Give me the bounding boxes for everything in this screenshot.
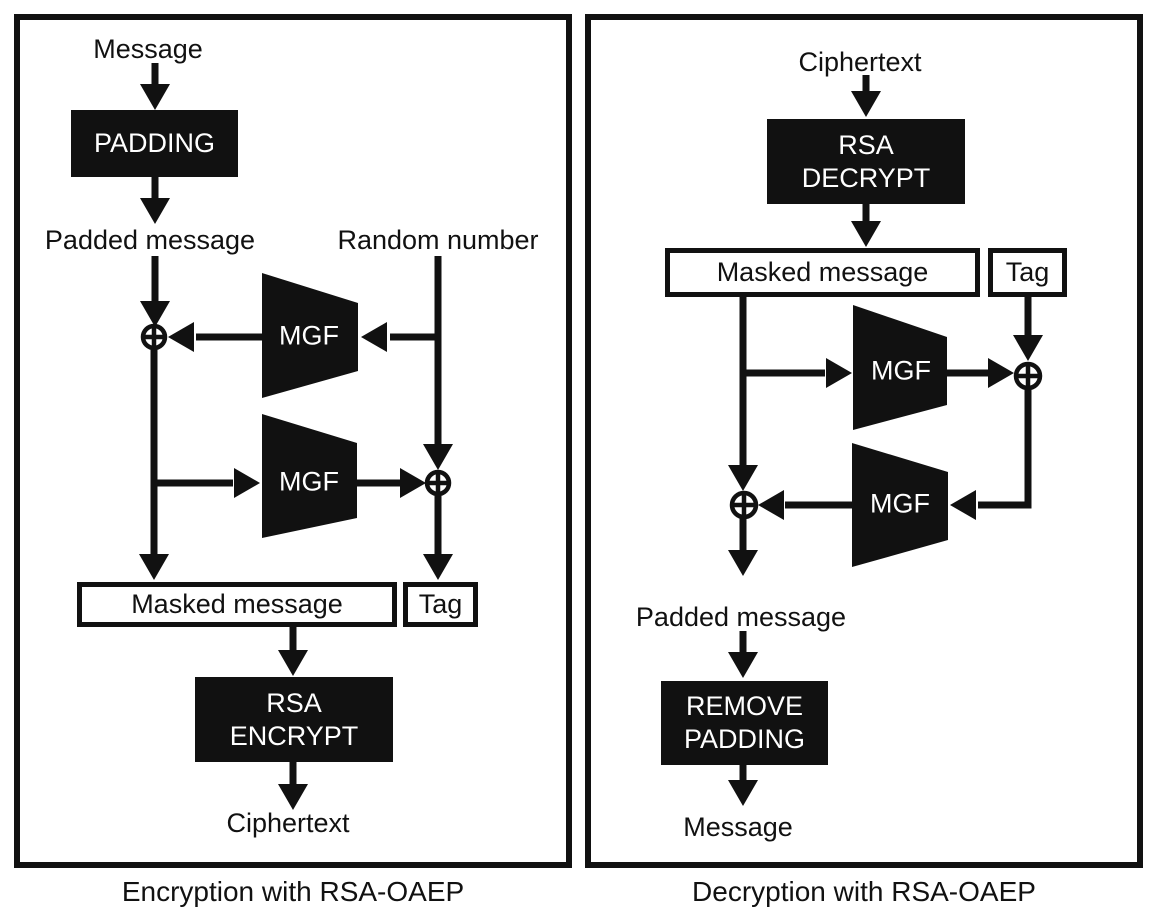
arrow-masked-down-to-xor [728, 297, 758, 491]
xor-icon [424, 469, 452, 497]
ciphertext-input-label: Ciphertext [798, 47, 922, 77]
arrow-random-to-mgf [361, 322, 438, 352]
mgf-trapezoid-top [262, 273, 358, 398]
mgf-bottom-label: MGF [279, 466, 339, 497]
mgf-trapezoid-bottom [852, 443, 948, 567]
rsa-encrypt-box: RSA ENCRYPT [195, 677, 393, 762]
message-label: Message [93, 34, 203, 64]
arrow-mgf-bottom-to-xor [357, 468, 426, 498]
arrow-xor-to-padded-message [728, 517, 758, 576]
decryption-panel [585, 14, 1143, 868]
decryption-caption: Decryption with RSA-OAEP [692, 876, 1036, 907]
rsa-encrypt-line1: RSA [266, 687, 322, 718]
remove-padding-box: REMOVE PADDING [661, 681, 828, 765]
arrow-message-to-padding [140, 63, 170, 110]
arrow-branch-to-mgf-bottom [154, 468, 260, 498]
masked-message-box: Masked message [665, 248, 980, 297]
xor-icon [140, 323, 168, 351]
mgf-top-label: MGF [279, 320, 339, 351]
arrow-xor-to-masked-message [139, 348, 169, 580]
rsa-encrypt-line2: ENCRYPT [229, 720, 359, 751]
padded-message-label: Padded message [635, 602, 847, 632]
mgf-trapezoid-bottom [262, 414, 357, 538]
arrow-mgf-to-xor-left [168, 322, 262, 352]
remove-padding-line2: PADDING [683, 724, 805, 754]
masked-message-box: Masked message [77, 582, 397, 627]
arrow-branch-to-mgf-top [743, 358, 852, 388]
message-output-label: Message [683, 812, 793, 842]
arrow-padding-to-padded-message [140, 177, 170, 224]
arrow-mgf-bottom-to-xor-left [758, 490, 852, 520]
mgf-bottom-label: MGF [870, 488, 930, 519]
remove-padding-line1: REMOVE [685, 691, 804, 722]
random-number-label: Random number [337, 225, 539, 255]
mgf-top-label: MGF [871, 355, 931, 386]
padded-message-label: Padded message [44, 225, 256, 255]
rsa-decrypt-line2: DECRYPT [801, 162, 931, 193]
arrow-padded-message-to-xor [140, 256, 170, 327]
tag-box: Tag [403, 582, 478, 627]
rsa-decrypt-box: RSA DECRYPT [767, 119, 965, 204]
arrow-xor-to-tag [423, 494, 453, 580]
padding-box: PADDING [71, 110, 238, 177]
arrow-tag-down-to-xor [1013, 297, 1043, 361]
xor-icon [729, 490, 759, 520]
padding-box-label: PADDING [93, 128, 215, 159]
arrow-rsa-encrypt-to-ciphertext [278, 762, 308, 810]
mgf-trapezoid-top [853, 305, 947, 430]
tag-box-label: Tag [418, 589, 463, 619]
arrow-xor-corner-to-mgf-bottom [950, 388, 1032, 520]
masked-message-box-label: Masked message [716, 257, 929, 287]
rsa-decrypt-line1: RSA [838, 129, 894, 160]
xor-icon [1013, 361, 1043, 391]
arrow-ciphertext-to-rsa-decrypt [851, 75, 881, 117]
encryption-panel [14, 14, 572, 868]
arrow-remove-padding-to-message [728, 765, 758, 806]
tag-box-label: Tag [1005, 257, 1050, 287]
arrow-mgf-top-to-xor [947, 358, 1014, 388]
arrow-masked-to-rsa-encrypt [278, 627, 308, 676]
masked-message-box-label: Masked message [131, 589, 343, 619]
arrow-padded-to-remove-padding [728, 631, 758, 678]
arrow-rsa-decrypt-to-masked [851, 204, 881, 247]
arrow-random-number-down [423, 256, 453, 470]
ciphertext-label: Ciphertext [226, 808, 350, 838]
tag-box: Tag [988, 248, 1067, 297]
encryption-caption: Encryption with RSA-OAEP [121, 876, 465, 907]
